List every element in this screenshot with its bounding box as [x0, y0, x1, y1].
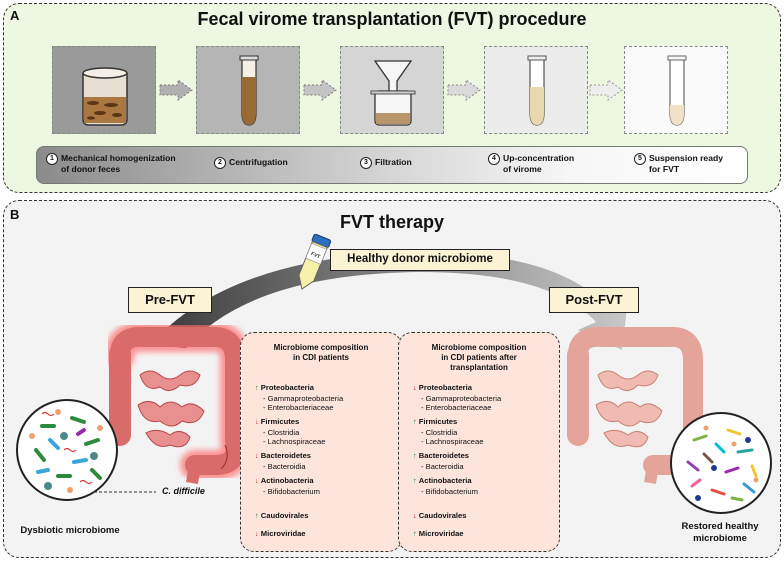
beaker-with-feces-icon	[82, 67, 128, 126]
arrow-icon	[303, 79, 337, 101]
pre-fvt-label: Pre-FVT	[128, 287, 212, 313]
before-taxon: ↑Proteobacteria	[255, 383, 314, 392]
before-subtaxon: - Bacteroidia	[263, 462, 306, 471]
before-subtaxon: - Bifidobacterium	[263, 487, 320, 496]
after-taxon: ↑Bacteroidetes	[413, 451, 470, 460]
arrow-icon	[159, 79, 193, 101]
after-subtaxon: - Bifidobacterium	[421, 487, 478, 496]
after-taxon: ↑Firmicutes	[413, 417, 458, 426]
before-subtaxon: - Enterobacteriaceae	[263, 403, 334, 412]
inflamed-colon-icon	[105, 325, 250, 484]
restored-microbiome-icon	[670, 412, 772, 514]
centrifugation-box	[196, 46, 300, 134]
after-subtaxon: - Bacteroidia	[421, 462, 464, 471]
virome-tube-icon	[527, 55, 547, 126]
before-composition-header: Microbiome composition in CDI patients	[273, 343, 369, 362]
before-subtaxon: - Lachnospiraceae	[263, 437, 326, 446]
panel-a-label: A	[10, 8, 20, 23]
suspension-tube-icon	[667, 55, 687, 126]
restored-caption: Restored healthy microbiome	[681, 521, 759, 544]
before-subtaxon: - Gammaproteobacteria	[263, 394, 344, 403]
arrow-icon	[589, 79, 623, 101]
donor-microbiome-label: Healthy donor microbiome	[330, 249, 510, 271]
post-fvt-label: Post-FVT	[549, 287, 639, 313]
before-taxon: ↓Bacteroidetes	[255, 451, 312, 460]
cdiff-pointer-icon	[94, 491, 156, 493]
before-taxon: ↓Microviridae	[255, 529, 306, 538]
panel-b-label: B	[10, 207, 20, 222]
tube-label: FVT	[310, 251, 321, 260]
after-taxon: ↓Proteobacteria	[413, 383, 472, 392]
panel-a-title: Fecal virome transplantation (FVT) proce…	[197, 9, 587, 29]
after-composition-header: Microbiome composition in CDI patients a…	[431, 343, 527, 372]
panel-b-title: FVT therapy	[339, 212, 445, 232]
centrifuge-tube-icon	[239, 55, 259, 126]
homogenization-box	[52, 46, 156, 134]
after-subtaxon: - Lachnospiraceae	[421, 437, 484, 446]
falcon-tube-icon: FVT	[298, 233, 332, 290]
after-taxon: ↓Caudovirales	[413, 511, 467, 520]
dysbiotic-caption: Dysbiotic microbiome	[20, 525, 120, 536]
before-subtaxon: - Clostridia	[263, 428, 300, 437]
suspension-box	[624, 46, 728, 134]
after-taxon: ↑Actinobacteria	[413, 476, 472, 485]
before-taxon: ↓Firmicutes	[255, 417, 300, 426]
cdiff-label: C. difficile	[162, 486, 205, 496]
filtration-box	[340, 46, 444, 134]
up-concentration-box	[484, 46, 588, 134]
transfer-arrow-icon	[150, 252, 628, 350]
before-composition-box: Microbiome composition in CDI patients ↑…	[240, 332, 402, 552]
step-description-bar	[36, 146, 748, 184]
after-subtaxon: - Enterobacteriaceae	[421, 403, 492, 412]
after-subtaxon: - Clostridia	[421, 428, 458, 437]
before-taxon: ↑Caudovirales	[255, 511, 309, 520]
arrow-icon	[447, 79, 481, 101]
after-composition-box: Microbiome composition in CDI patients a…	[398, 332, 560, 552]
filter-funnel-icon	[370, 60, 416, 126]
before-taxon: ↓Actinobacteria	[255, 476, 314, 485]
dysbiotic-microbiome-icon	[16, 399, 118, 501]
after-taxon: ↑Microviridae	[413, 529, 464, 538]
after-subtaxon: - Gammaproteobacteria	[421, 394, 502, 403]
